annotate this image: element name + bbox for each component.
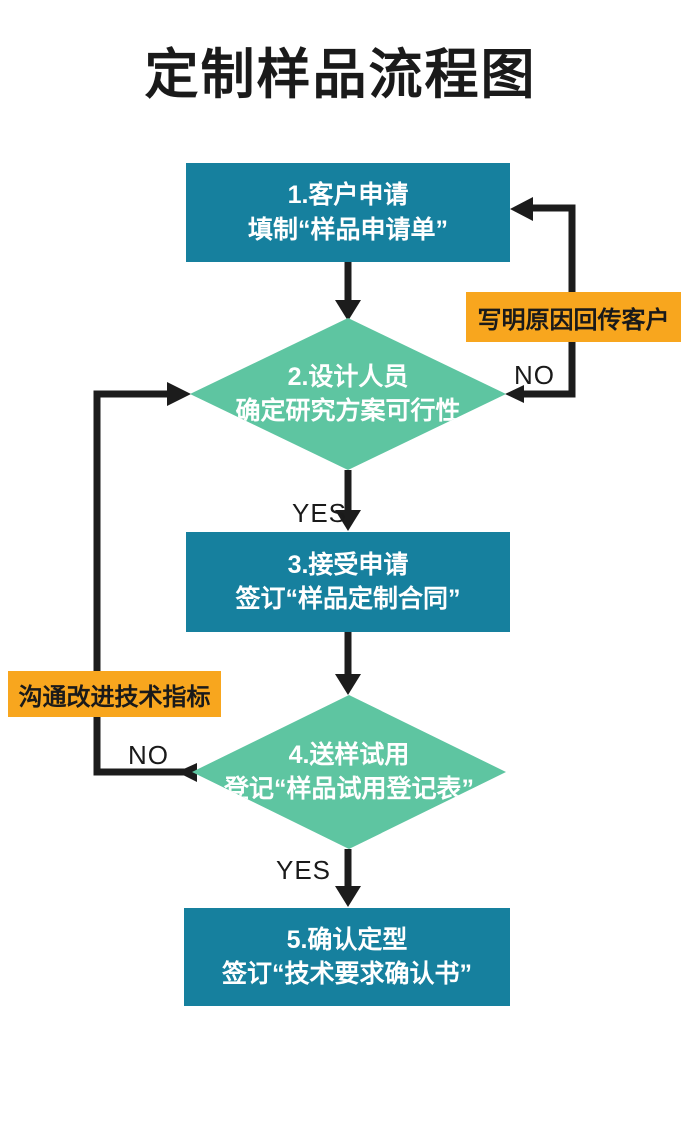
callout-improve-specs: 沟通改进技术指标 xyxy=(8,671,221,717)
process-step1: 1.客户申请 填制“样品申请单” xyxy=(186,163,510,262)
step1-line2: 填制“样品申请单” xyxy=(247,215,448,244)
process-step5: 5.确认定型 签订“技术要求确认书” xyxy=(184,908,510,1006)
arrowhead-into-step1 xyxy=(510,197,533,221)
arrowhead-into-step4 xyxy=(335,674,361,695)
edge-label-no-right: NO xyxy=(514,360,555,390)
callout-return-to-customer: 写明原因回传客户 xyxy=(466,292,681,342)
edge-label-no-left: NO xyxy=(128,740,169,770)
arrowhead-into-step3 xyxy=(335,510,361,531)
step1-line1: 1.客户申请 xyxy=(287,181,409,209)
arrowhead-into-step5 xyxy=(335,886,361,907)
step4-line1: 4.送样试用 xyxy=(288,740,410,769)
edge-label-yes-bottom: YES xyxy=(276,855,332,885)
arrowhead-into-step2-left xyxy=(167,382,191,406)
step5-line2: 签订“技术要求确认书” xyxy=(221,960,472,988)
step5-line1: 5.确认定型 xyxy=(286,925,408,954)
connector-no-loop-left xyxy=(93,390,192,776)
step2-line1: 2.设计人员 xyxy=(287,362,409,391)
step3-line1: 3.接受申请 xyxy=(287,550,409,579)
chevron-step2-right-vertex xyxy=(505,385,524,403)
process-step3: 3.接受申请 签订“样品定制合同” xyxy=(186,532,510,632)
step4-line2: 登记“样品试用登记表” xyxy=(223,775,474,803)
edge-label-yes-mid: YES xyxy=(292,498,348,528)
step2-line2: 确定研究方案可行性 xyxy=(235,397,461,425)
arrowhead-into-step2 xyxy=(335,300,361,321)
page-title: 定制样品流程图 xyxy=(144,42,537,106)
chevron-step4-left-vertex xyxy=(177,763,197,782)
step3-line2: 签订“样品定制合同” xyxy=(235,585,461,613)
